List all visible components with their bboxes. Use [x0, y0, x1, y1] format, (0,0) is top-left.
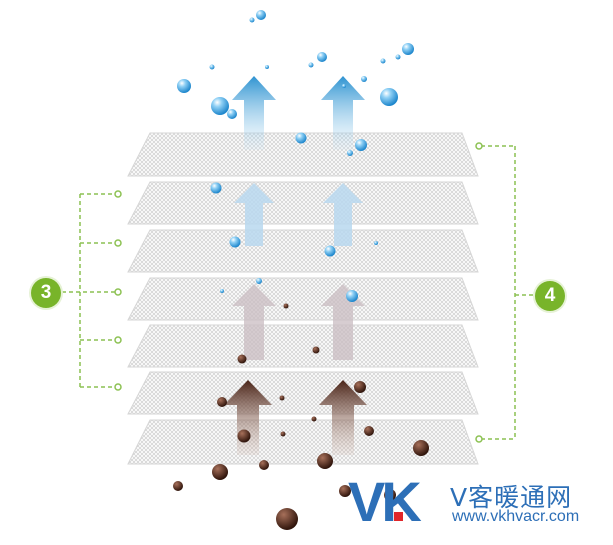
dust-particle	[384, 489, 396, 501]
water-bubble	[395, 54, 401, 60]
water-bubble	[256, 278, 262, 284]
filter-layer-7	[127, 419, 479, 465]
dust-particle	[259, 460, 269, 470]
filter-layer-6	[127, 371, 479, 415]
filter-layers	[127, 132, 479, 465]
filter-layer-5	[127, 324, 479, 368]
water-bubble	[210, 182, 222, 194]
dust-particle	[212, 464, 228, 480]
dust-particle	[237, 429, 251, 443]
dust-particle	[280, 431, 286, 437]
water-bubble	[249, 17, 255, 23]
water-bubble	[220, 289, 224, 293]
dust-particle	[413, 440, 429, 456]
dust-particle	[354, 381, 366, 393]
dust-particle	[312, 346, 320, 354]
callout-label-4: 4	[535, 281, 565, 311]
clean-air-arrow-left	[232, 76, 276, 150]
right-bracket-4	[475, 142, 533, 443]
water-bubble	[177, 79, 191, 93]
airflow-arrows	[224, 76, 367, 455]
dust-particle	[283, 303, 289, 309]
water-bubble	[211, 97, 229, 115]
water-bubble	[402, 43, 414, 55]
water-bubble	[229, 236, 241, 248]
dust-particle	[276, 508, 298, 530]
dust-particle	[339, 485, 351, 497]
watermark-logo: VK	[348, 474, 422, 530]
water-bubble	[374, 241, 378, 245]
watermark-site-name: V客暖通网	[450, 483, 573, 512]
water-bubble	[324, 245, 336, 257]
dust-particle	[311, 416, 317, 422]
dust-particle	[217, 397, 227, 407]
water-bubble	[346, 290, 358, 302]
dust-particle	[364, 426, 374, 436]
filter-layer-4	[127, 277, 479, 321]
dirty-air-arrow-right	[319, 380, 367, 455]
watermark-url: www.vkhvacr.com	[452, 508, 580, 525]
water-bubble	[295, 132, 307, 144]
callout-label-3: 3	[31, 278, 61, 308]
water-bubble	[342, 84, 346, 88]
water-bubble	[256, 10, 266, 20]
water-bubble	[209, 64, 215, 70]
mixed-air-arrow-left	[232, 284, 276, 360]
mixed-air-arrow-right	[321, 284, 365, 360]
filter-layer-3	[127, 229, 479, 273]
clean-air-arrow-right	[321, 76, 365, 150]
dirty-air-arrow-left	[224, 380, 272, 455]
water-bubble	[308, 62, 314, 68]
water-bubble	[317, 52, 327, 62]
watermark-logo-v: V	[348, 470, 385, 533]
dust-particle	[237, 354, 247, 364]
filter-layer-2	[127, 181, 479, 225]
water-bubble	[380, 58, 386, 64]
filtered-air-arrow-right	[323, 183, 363, 246]
water-bubble	[355, 139, 367, 151]
left-bracket-3	[62, 190, 122, 391]
water-bubble	[380, 88, 398, 106]
water-bubble	[227, 109, 237, 119]
water-bubble	[265, 65, 269, 69]
dust-particle	[279, 395, 285, 401]
dust-particle	[173, 481, 183, 491]
watermark-logo-k: K	[381, 470, 422, 533]
watermark-red-dot	[394, 512, 403, 521]
clean-molecules	[177, 10, 414, 302]
water-bubble	[347, 150, 353, 156]
dirt-particles	[173, 303, 429, 530]
filtered-air-arrow-left	[234, 183, 274, 246]
dust-particle	[317, 453, 333, 469]
water-bubble	[361, 76, 367, 82]
filter-layer-1	[127, 132, 479, 177]
